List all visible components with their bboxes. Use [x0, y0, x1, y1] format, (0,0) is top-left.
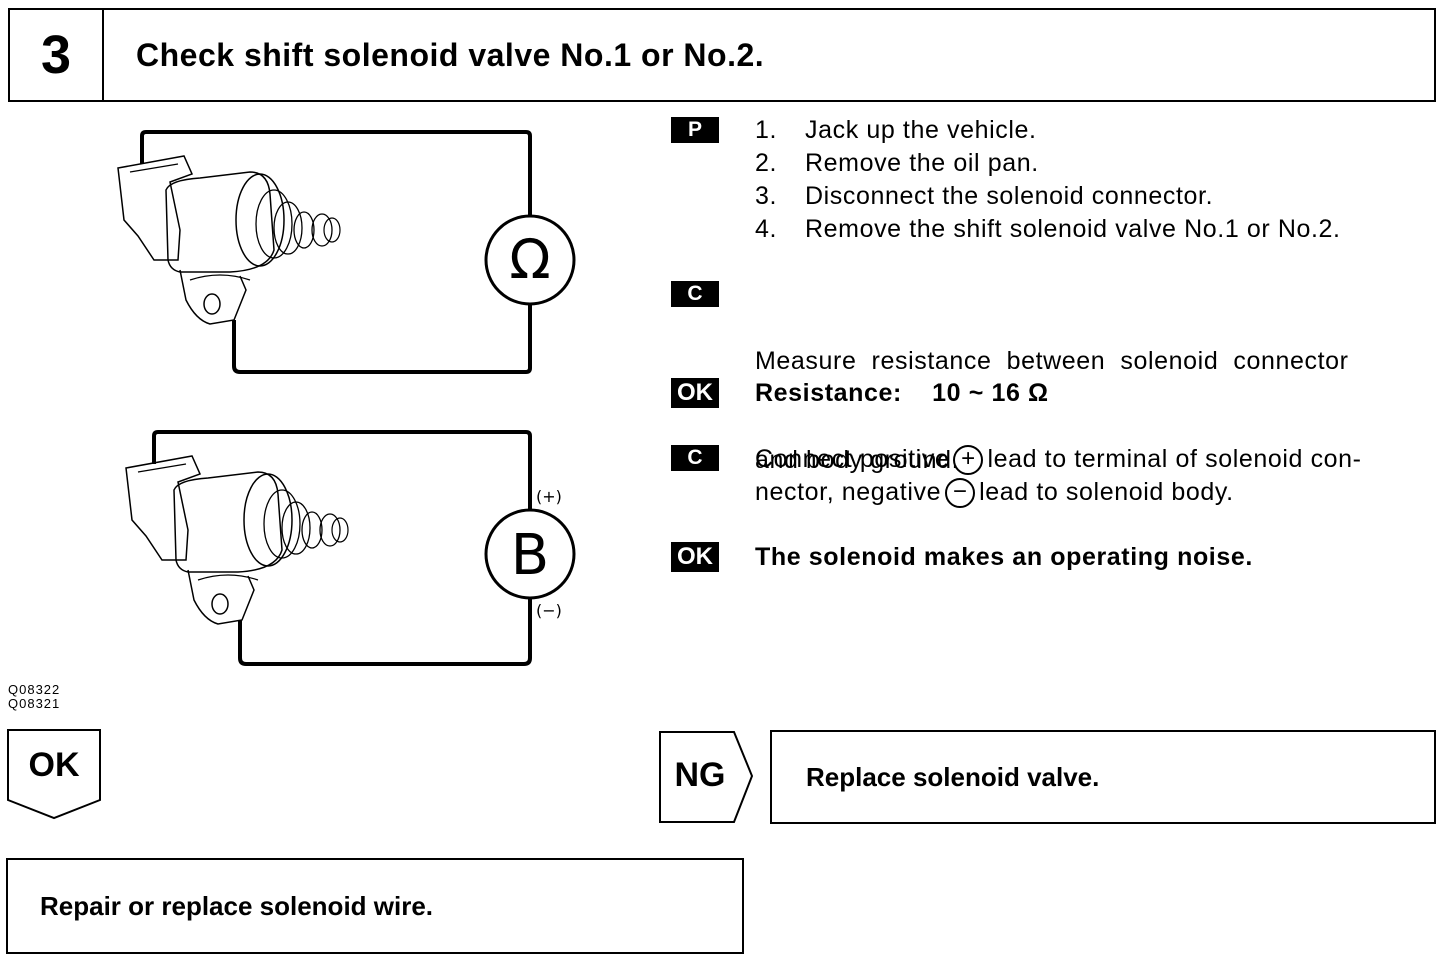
resistance-spec: Resistance: 10 ~ 16 Ω	[755, 379, 1049, 407]
operating-noise-text: The solenoid makes an operating noise.	[755, 543, 1253, 571]
check-tag: C	[671, 281, 719, 307]
ok-tag: OK	[671, 378, 719, 408]
figure-id-1: Q08322	[8, 682, 61, 697]
check-tag: C	[671, 445, 719, 471]
ohm-symbol: Ω	[509, 228, 550, 291]
step-title: Check shift solenoid valve No.1 or No.2.	[102, 8, 1436, 102]
plus-circle-icon: +	[953, 445, 984, 476]
figure-id-2: Q08321	[8, 696, 61, 711]
operation-test-figure	[125, 430, 576, 666]
positive-terminal-label: (+)	[536, 487, 562, 506]
procedure-item: 1.Jack up the vehicle.	[755, 116, 1037, 144]
ohmmeter-circle	[484, 214, 576, 306]
procedure-item: 2.Remove the oil pan.	[755, 149, 1039, 177]
procedure-list: 1.Jack up the vehicle. 2.Remove the oil …	[755, 114, 1341, 246]
step-number: 3	[8, 8, 104, 102]
procedure-item: 4.Remove the shift solenoid valve No.1 o…	[755, 215, 1341, 243]
battery-symbol: B	[511, 523, 549, 588]
ok-result-label: OK	[28, 746, 80, 784]
resistance-test-figure	[117, 130, 576, 374]
ng-result-label: NG	[674, 756, 726, 794]
check-operation-text: Connect positive+lead to terminal of sol…	[755, 443, 1362, 509]
solenoid-circuit-diagram: Ω B (+) (−)	[117, 130, 576, 666]
ok-tag: OK	[671, 542, 719, 572]
procedure-tag: P	[671, 117, 719, 143]
ok-arrow-icon	[7, 729, 101, 820]
minus-circle-icon: −	[945, 478, 976, 509]
battery-circle	[484, 508, 576, 600]
check-resistance-text: Measure resistance between solenoid conn…	[755, 347, 1349, 474]
ng-action-box: Replace solenoid valve.	[770, 730, 1436, 824]
procedure-item: 3.Disconnect the solenoid connector.	[755, 182, 1214, 210]
negative-terminal-label: (−)	[536, 601, 562, 620]
ng-arrow-icon	[659, 731, 754, 823]
ok-action-box: Repair or replace solenoid wire.	[6, 858, 744, 954]
